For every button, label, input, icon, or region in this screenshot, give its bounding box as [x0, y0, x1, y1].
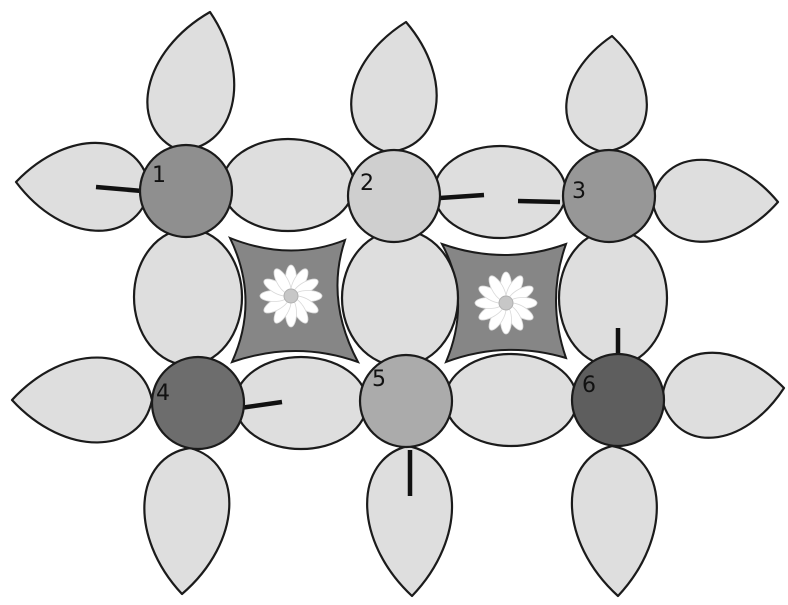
flower-number-6: 6 [582, 373, 596, 398]
petal-outer [662, 353, 784, 438]
petal-outer [12, 358, 152, 443]
petal-connector-2-5 [342, 230, 458, 366]
petal-connector-1-4 [134, 229, 242, 365]
daisy-center [499, 296, 513, 310]
petal-outer [566, 36, 647, 152]
petal-outer [652, 160, 778, 242]
petal-outer [16, 143, 150, 231]
petal-connector-3-6 [559, 230, 667, 366]
petal-connector-5-6 [445, 354, 577, 446]
petal-connector-4-5 [235, 357, 367, 449]
flower-number-4: 4 [156, 381, 170, 406]
petal-outer [572, 446, 657, 596]
petal-outer [147, 12, 234, 150]
petal-connector-1-2 [222, 139, 354, 231]
flower-number-3: 3 [572, 179, 586, 204]
flower-number-2: 2 [360, 171, 374, 196]
flower-center-6 [572, 354, 664, 446]
flower-number-5: 5 [372, 367, 386, 392]
daisy-center [284, 289, 298, 303]
flower-number-1: 1 [152, 163, 166, 188]
petal-connector-2-3 [434, 146, 566, 238]
petal-layer [12, 12, 784, 596]
flower-center-2 [348, 150, 440, 242]
petal-outer [351, 22, 436, 152]
flower-center-1 [140, 145, 232, 237]
petal-outer [144, 448, 229, 594]
pointer-flower-2 [440, 195, 484, 198]
pointer-flower-3 [518, 201, 560, 202]
